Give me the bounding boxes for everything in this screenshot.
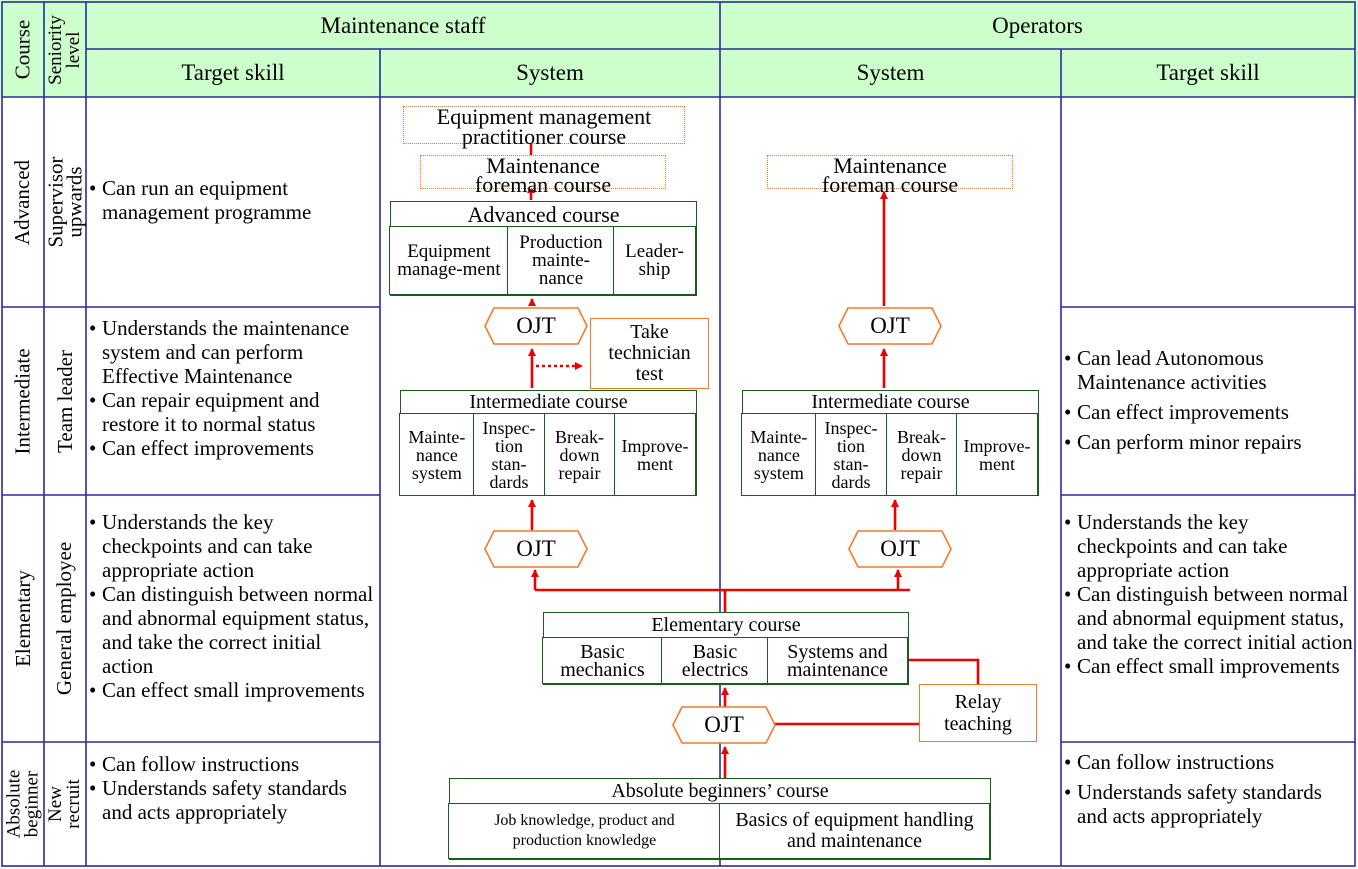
elementary-course-box: Elementary course Basic mechanics Basic … <box>542 612 909 685</box>
foreman-course-box-right: Maintenance foreman course <box>767 155 1013 196</box>
practitioner-course-box: Equipment management practitioner course <box>403 104 685 149</box>
foreman-course-label: Maintenance foreman course <box>821 153 959 197</box>
practitioner-course-label: Equipment management practitioner course <box>436 104 652 149</box>
intermediate-cell: Mainte-nance system <box>399 413 475 496</box>
elementary-course-title: Elementary course <box>651 614 801 636</box>
level-advanced-course: Advanced <box>10 159 35 245</box>
left-skills-intermediate: Understands the maintenance system and c… <box>86 316 376 460</box>
ojt-maintenance-upper: OJT <box>484 307 588 345</box>
skill-item: Can effect small improvements <box>89 678 376 702</box>
advanced-course-box: Advanced course Equipment manage-ment Pr… <box>389 201 697 296</box>
level-intermediate-course: Intermediate <box>10 347 35 455</box>
operators-header: Operators <box>992 12 1083 38</box>
skill-item: Can perform minor repairs <box>1064 430 1353 454</box>
intermediate-cell: Improve-ment <box>956 413 1038 496</box>
skill-item: Can run an equipment management programm… <box>89 176 376 224</box>
skill-item: Can effect small improvements <box>1064 654 1353 678</box>
elementary-cell: Basic electrics <box>661 637 769 684</box>
elementary-cell: Basic mechanics <box>542 637 663 684</box>
level-beginner-course: Absolute beginner <box>3 769 43 839</box>
beginners-course-box: Absolute beginners’ course Job knowledge… <box>448 778 991 860</box>
left-skills-advanced: Can run an equipment management programm… <box>86 176 376 224</box>
level-beginner-seniority: New recruit <box>45 779 85 829</box>
skill-item: Can distinguish between normal and abnor… <box>89 582 376 678</box>
skill-item: Can distinguish between normal and abnor… <box>1064 582 1353 654</box>
ojt-maintenance-lower: OJT <box>484 530 588 568</box>
target-skill-right-header: Target skill <box>1156 60 1260 85</box>
target-skill-left-header: Target skill <box>181 60 285 85</box>
relay-teaching-label: Relay teaching <box>944 691 1012 735</box>
intermediate-cell: Mainte-nance system <box>741 413 817 496</box>
intermediate-cell: Improve-ment <box>614 413 696 496</box>
ojt-label: OJT <box>516 313 556 338</box>
seniority-header: Seniority level <box>45 14 85 85</box>
skill-item: Can repair equipment and restore it to n… <box>89 388 376 436</box>
intermediate-course-title: Intermediate course <box>469 391 628 413</box>
ojt-label: OJT <box>516 536 556 561</box>
skill-item: Understands the key checkpoints and can … <box>1064 510 1353 582</box>
beginners-cell: Job knowledge, product and production kn… <box>448 803 721 859</box>
ojt-label: OJT <box>870 313 910 338</box>
advanced-course-title: Advanced course <box>467 202 620 227</box>
level-advanced-seniority: Supervisor upwards <box>43 156 86 248</box>
skill-item: Understands the key checkpoints and can … <box>89 510 376 582</box>
skill-item: Can effect improvements <box>89 436 376 460</box>
course-header: Course <box>10 19 35 80</box>
right-skills-beginner: Can follow instructions Understands safe… <box>1061 750 1353 834</box>
ojt-operators-upper: OJT <box>838 307 942 345</box>
level-elementary-course: Elementary <box>10 570 35 667</box>
advanced-cell: Production mainte-nance <box>507 226 615 295</box>
technician-test-box: Take technician test <box>590 318 709 389</box>
skill-item: Understands safety standards and acts ap… <box>1064 780 1353 828</box>
intermediate-course-box-right: Intermediate course Mainte-nance system … <box>741 390 1039 496</box>
system-right-header: System <box>856 60 925 85</box>
skill-item: Understands the maintenance system and c… <box>89 316 376 388</box>
left-skills-beginner: Can follow instructions Understands safe… <box>86 752 376 824</box>
ojt-operators-lower: OJT <box>848 530 952 568</box>
intermediate-cell: Break-down repair <box>544 413 615 496</box>
system-left-header: System <box>516 60 584 85</box>
advanced-cell: Equipment manage-ment <box>389 226 509 295</box>
intermediate-cell: Break-down repair <box>886 413 957 496</box>
intermediate-cell: Inspec-tion stan-dards <box>473 413 545 496</box>
intermediate-course-title: Intermediate course <box>811 391 970 413</box>
technician-test-label: Take technician test <box>608 321 691 385</box>
level-elementary-seniority: General employee <box>52 541 77 696</box>
skill-item: Can follow instructions <box>89 752 376 776</box>
relay-teaching-box: Relay teaching <box>919 684 1037 742</box>
foreman-course-box-left: Maintenance foreman course <box>420 155 666 196</box>
beginners-cell: Basics of equipment handling and mainten… <box>719 803 990 859</box>
intermediate-course-box-left: Intermediate course Mainte-nance system … <box>399 390 697 496</box>
advanced-cell: Leader-ship <box>613 226 696 295</box>
right-skills-intermediate: Can lead Autonomous Maintenance activiti… <box>1061 346 1353 460</box>
right-skills-elementary: Understands the key checkpoints and can … <box>1061 510 1353 678</box>
foreman-course-label: Maintenance foreman course <box>474 153 612 197</box>
beginners-course-title: Absolute beginners’ course <box>611 780 829 802</box>
ojt-label: OJT <box>704 712 744 737</box>
left-skills-elementary: Understands the key checkpoints and can … <box>86 510 376 702</box>
level-intermediate-seniority: Team leader <box>52 349 77 453</box>
skill-item: Can effect improvements <box>1064 400 1353 424</box>
intermediate-cell: Inspec-tion stan-dards <box>815 413 887 496</box>
ojt-label: OJT <box>880 536 920 561</box>
ojt-shared: OJT <box>672 706 776 744</box>
skill-item: Can follow instructions <box>1064 750 1353 774</box>
skill-item: Understands safety standards and acts ap… <box>89 776 376 824</box>
skill-item: Can lead Autonomous Maintenance activiti… <box>1064 346 1353 394</box>
maintenance-staff-header: Maintenance staff <box>320 12 486 38</box>
elementary-cell: Systems and maintenance <box>767 637 908 684</box>
